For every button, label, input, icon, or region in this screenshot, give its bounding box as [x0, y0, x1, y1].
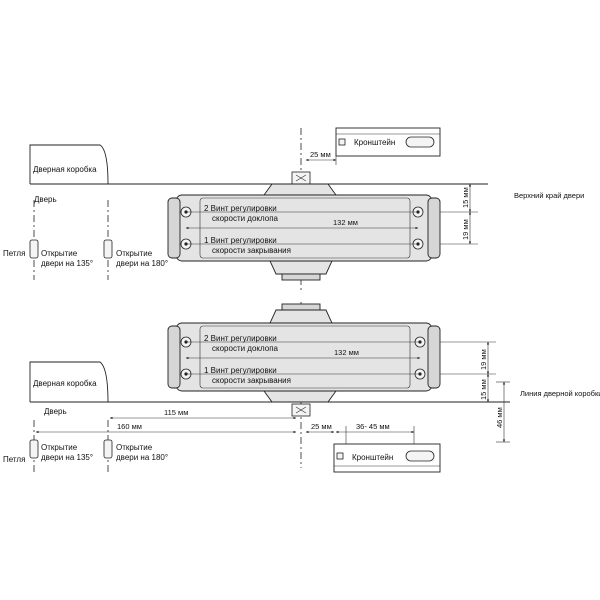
- bottom-scheme: 132 мм 2 Винт регулировки скорости докло…: [3, 302, 600, 473]
- top-screw2-label-1: 2 Винт регулировки: [204, 204, 277, 213]
- top-bracket: Кронштейн: [335, 127, 441, 157]
- top-closer-body: [167, 183, 441, 281]
- top-dim-vertical-1: 15 мм: [461, 187, 470, 208]
- bottom-screw1-label-1: 1 Винт регулировки: [204, 366, 277, 375]
- bottom-door-frame-outline: [29, 361, 109, 403]
- top-dim-bracket-offset: 25 мм: [310, 150, 331, 159]
- bottom-bracket-label: Кронштейн: [352, 453, 393, 462]
- bottom-opening-135-label-1: Открытие: [41, 443, 78, 452]
- top-opening-180-label-1: Открытие: [116, 249, 153, 258]
- top-screw2-label-2: скорости доклопа: [212, 214, 279, 223]
- top-opening-135-label-1: Открытие: [41, 249, 78, 258]
- bottom-dim-160: 160 мм: [117, 422, 142, 431]
- top-dim-hole-spacing: 132 мм: [333, 218, 358, 227]
- bottom-dim-bracket-range: 36- 45 мм: [356, 422, 390, 431]
- bottom-door-frame-label: Дверная коробка: [33, 379, 97, 388]
- top-door-frame-outline: [29, 144, 109, 185]
- bottom-dim-115: 115 мм: [164, 408, 188, 417]
- bottom-screw2-label-2: скорости доклопа: [212, 344, 279, 353]
- top-door-frame-label: Дверная коробка: [33, 165, 97, 174]
- bottom-opening-180-label-1: Открытие: [116, 443, 153, 452]
- bottom-door-label: Дверь: [44, 407, 67, 416]
- top-opening-180-marker: [103, 200, 113, 280]
- top-opening-135-label-2: двери на 135°: [41, 259, 93, 268]
- bottom-dim-vertical-2: 15 мм: [479, 379, 488, 400]
- top-screw1-label-1: 1 Винт регулировки: [204, 236, 277, 245]
- bottom-opening-180-label-2: двери на 180°: [116, 453, 168, 462]
- top-door-top-edge-label: Верхний край двери: [514, 191, 584, 200]
- top-scheme: Кронштейн 25 мм Дверная коробка Верхний …: [3, 127, 584, 290]
- bottom-opening-180-marker: [103, 420, 113, 472]
- bottom-hinge-icon: [29, 420, 39, 472]
- bottom-closer-body: [167, 303, 441, 403]
- top-hinge-label: Петля: [3, 249, 25, 258]
- top-opening-180-label-2: двери на 180°: [116, 259, 168, 268]
- bottom-opening-135-label-2: двери на 135°: [41, 453, 93, 462]
- bottom-dim-bracket-offset: 25 мм: [311, 422, 332, 431]
- bottom-screw1-label-2: скорости закрывания: [212, 376, 291, 385]
- bottom-screw2-label-1: 2 Винт регулировки: [204, 334, 277, 343]
- bottom-hinge-label: Петля: [3, 455, 25, 464]
- top-dim-vertical-2: 19 мм: [461, 219, 470, 240]
- top-hinge-icon: [29, 200, 39, 280]
- bottom-dim-hole-spacing: 132 мм: [334, 348, 359, 357]
- bottom-dim-vertical-1: 19 мм: [479, 349, 488, 370]
- top-bracket-label: Кронштейн: [354, 138, 395, 147]
- top-screw1-label-2: скорости закрывания: [212, 246, 291, 255]
- bottom-bracket: Кронштейн: [333, 443, 441, 473]
- bottom-frame-line-label: Линия дверной коробки: [520, 389, 600, 398]
- top-door-label: Дверь: [34, 195, 57, 204]
- bottom-dim-vertical-total: 46 мм: [495, 407, 504, 428]
